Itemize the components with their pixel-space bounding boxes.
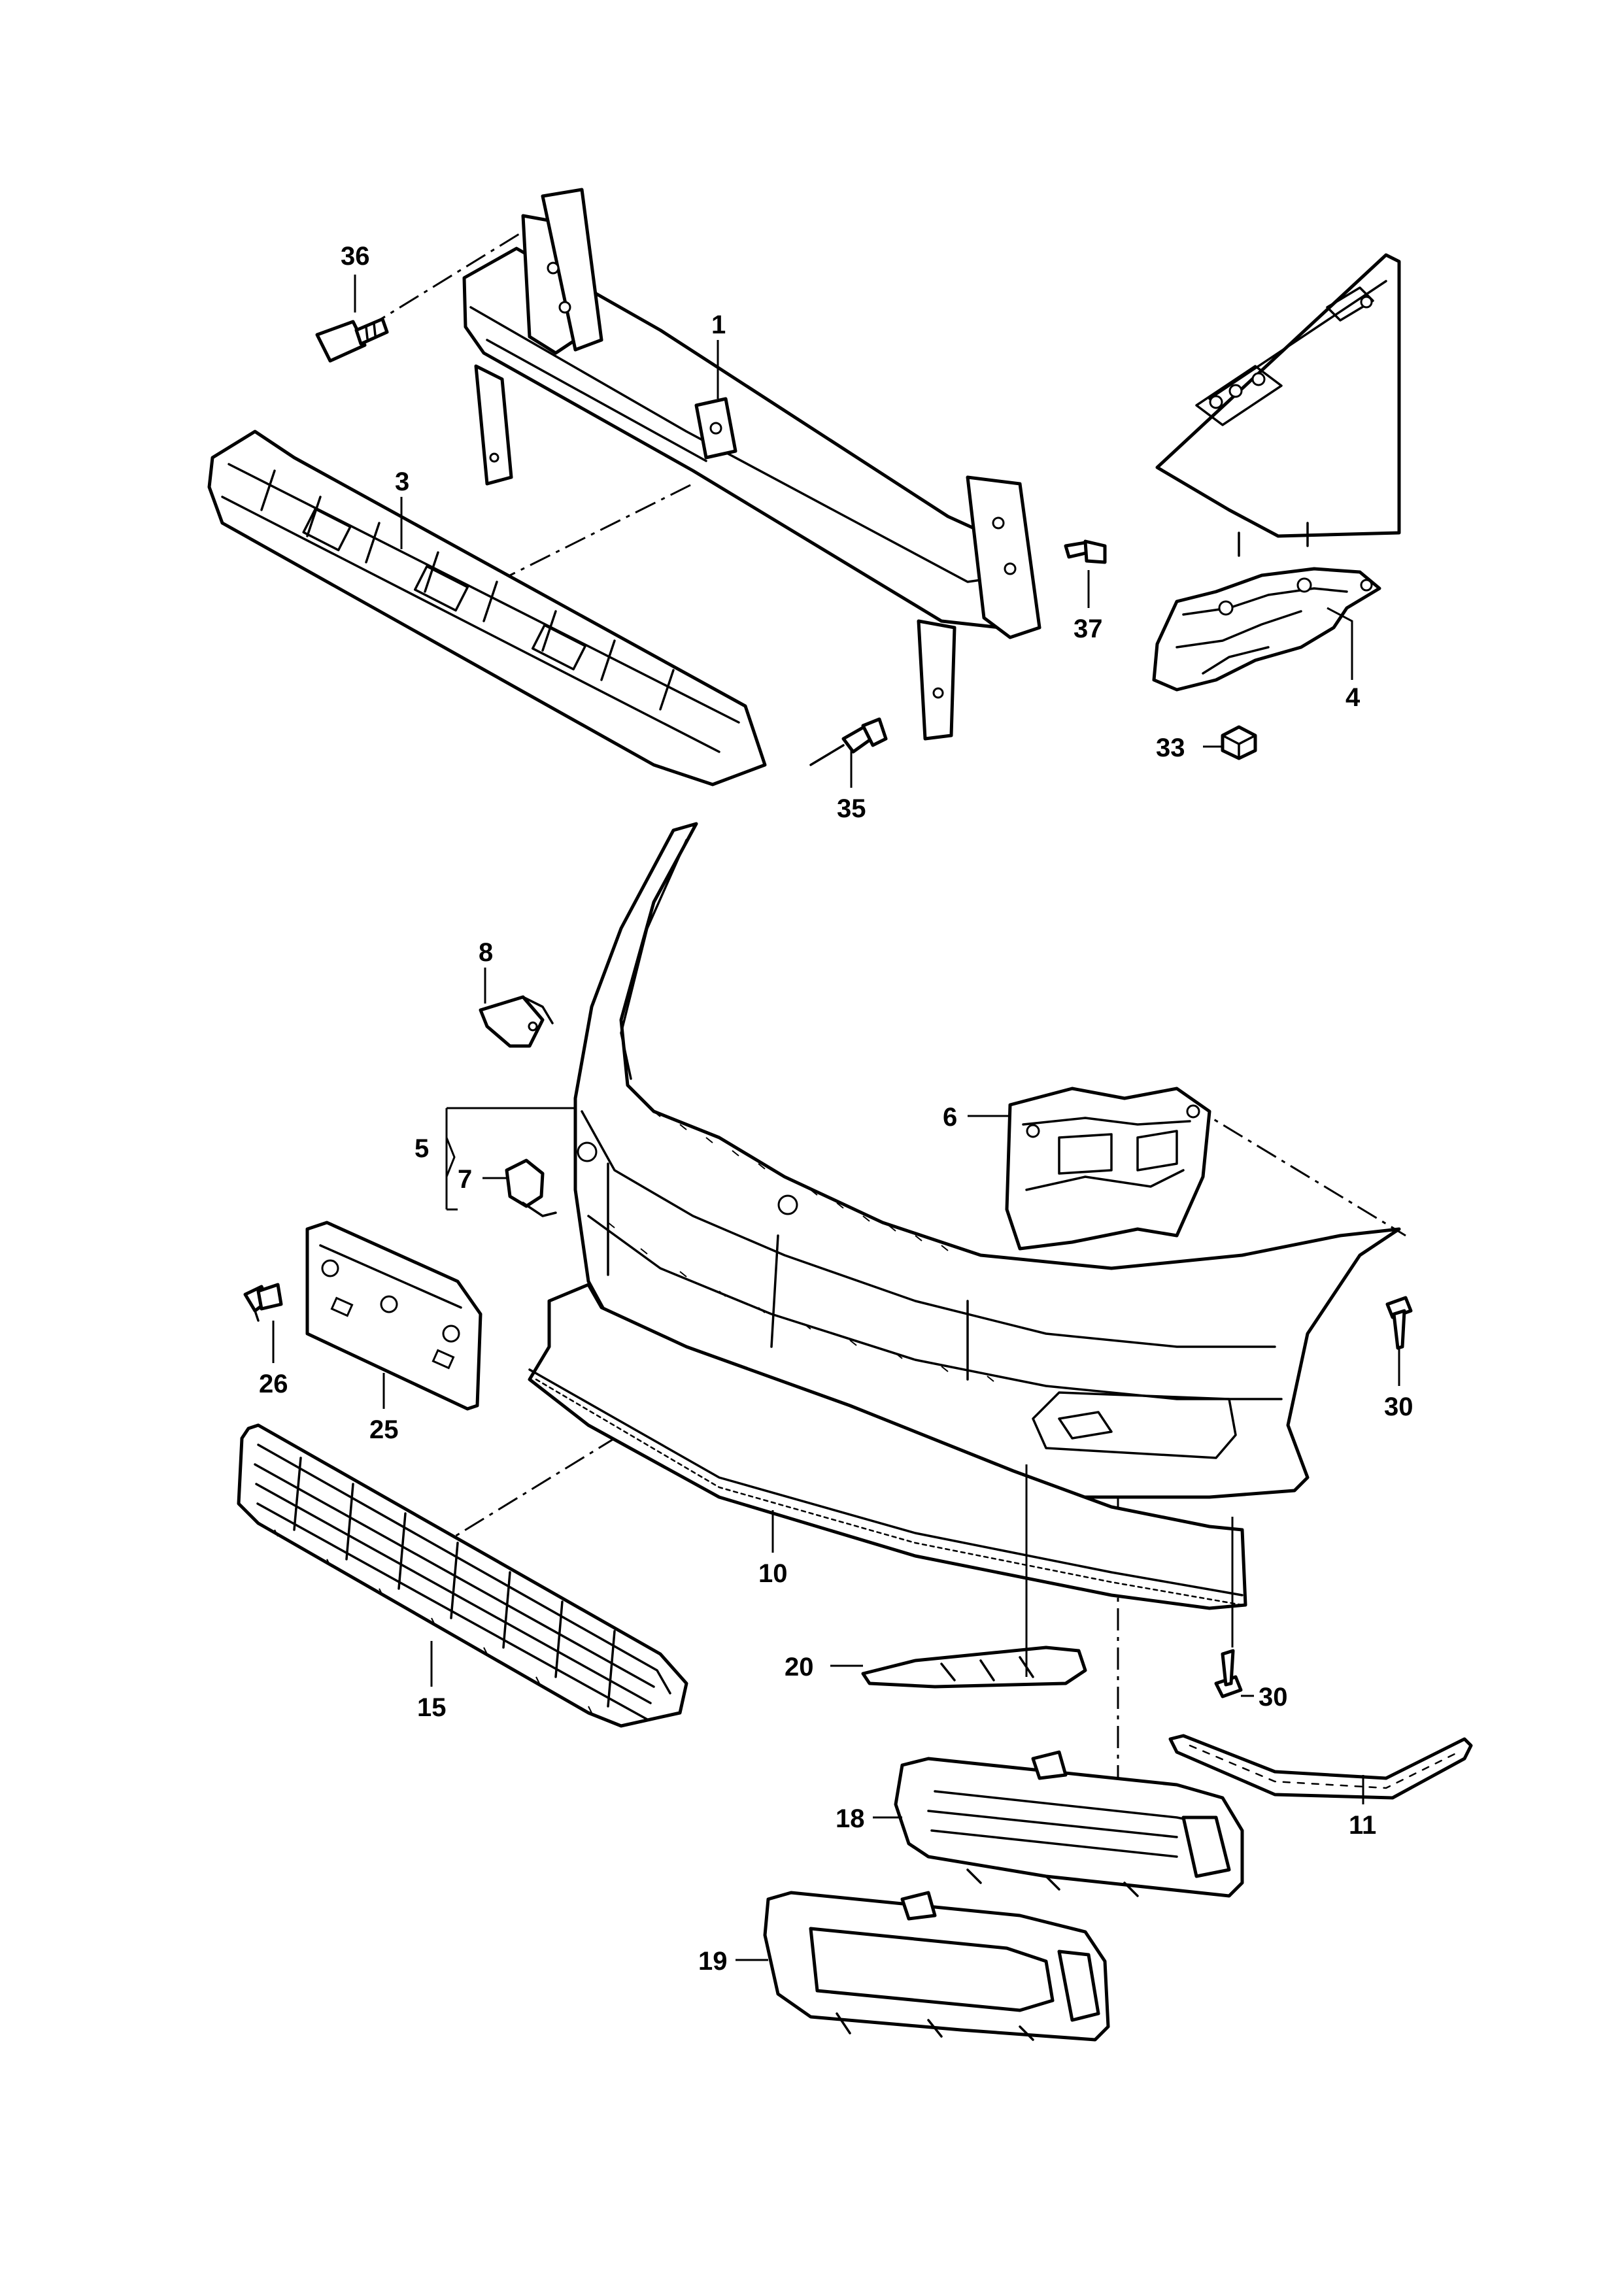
label-30-upper: 30: [1384, 1393, 1413, 1421]
trim-strip-20: [861, 1646, 1087, 1689]
fog-grille-19: [763, 1891, 1110, 2042]
label-4: 4: [1345, 683, 1361, 712]
bracket-4: [1152, 567, 1381, 692]
label-5: 5: [414, 1134, 429, 1163]
label-18: 18: [836, 1804, 865, 1833]
label-30-lower: 30: [1259, 1683, 1288, 1712]
label-20: 20: [785, 1653, 814, 1681]
screw-37: [1064, 539, 1107, 564]
guide-bracket-6: [1005, 1087, 1211, 1251]
callout-labels: 36 1 3 4 37 33 35 8 5 7 6 30 26 25 10 15…: [259, 242, 1413, 1976]
label-11: 11: [1349, 1811, 1376, 1840]
label-33: 33: [1156, 734, 1185, 762]
label-26: 26: [259, 1370, 288, 1398]
bumper-cover: [573, 822, 1401, 1499]
label-25: 25: [369, 1415, 399, 1444]
leader-lines: [272, 275, 1400, 1961]
impact-bar: [462, 188, 1041, 741]
label-37: 37: [1074, 615, 1103, 643]
screw-30-upper: [1385, 1296, 1413, 1350]
screw-30-lower: [1214, 1649, 1243, 1698]
label-7: 7: [458, 1165, 472, 1194]
label-19: 19: [698, 1947, 728, 1976]
nut-33: [1221, 725, 1257, 760]
fender-outline: [1155, 253, 1401, 557]
tow-hook-cap-7: [505, 1158, 557, 1217]
lower-grille-15: [237, 1423, 688, 1728]
label-6: 6: [943, 1103, 957, 1132]
fog-grille-18: [894, 1750, 1244, 1898]
bolt-36: [315, 317, 389, 363]
rivet-35: [809, 717, 888, 766]
spoiler-10: [528, 1283, 1247, 1610]
nozzle-cover-8: [479, 995, 554, 1048]
assembly-line-6-30: [1189, 1104, 1406, 1237]
label-8: 8: [479, 938, 493, 967]
license-plate-bracket-25: [305, 1221, 482, 1411]
trim-strip-11: [1168, 1734, 1473, 1800]
label-3: 3: [395, 467, 409, 496]
rivet-26: [243, 1283, 283, 1322]
assembly-line-36: [365, 222, 537, 329]
label-15: 15: [417, 1693, 447, 1722]
label-1: 1: [711, 311, 726, 339]
label-36: 36: [341, 242, 370, 271]
energy-absorber: [207, 430, 767, 786]
label-10: 10: [758, 1559, 788, 1588]
label-35: 35: [837, 794, 866, 823]
